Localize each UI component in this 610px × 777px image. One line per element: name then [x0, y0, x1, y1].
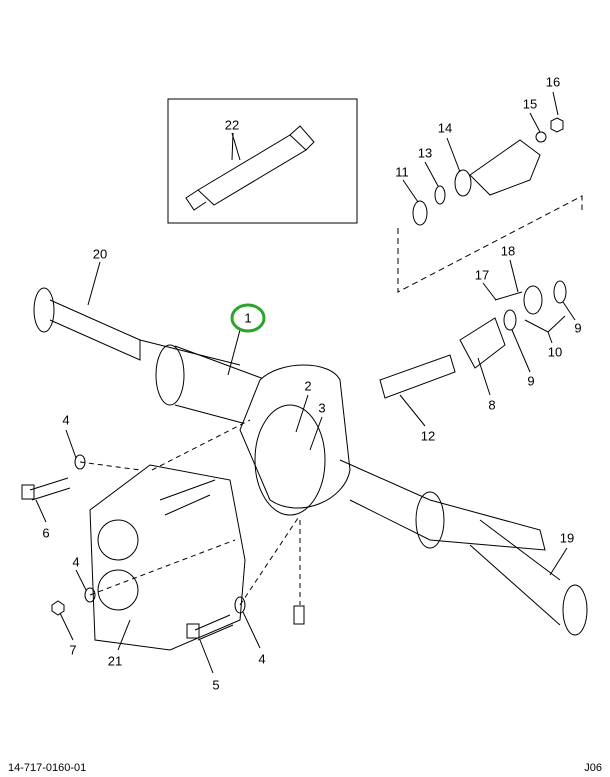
callout-4[interactable]: 4 — [258, 651, 266, 667]
differential-carrier — [89, 464, 246, 651]
callout-9[interactable]: 9 — [574, 320, 582, 336]
axle-shaft-left — [33, 287, 241, 366]
callout-17[interactable]: 17 — [474, 267, 490, 283]
callout-16[interactable]: 16 — [545, 74, 561, 90]
yoke-assembly — [412, 117, 564, 226]
callout-4[interactable]: 4 — [72, 554, 80, 570]
assembly-leaders — [79, 419, 301, 606]
flange-group-outline — [397, 195, 583, 293]
callout-leaders — [35, 91, 576, 674]
callout-13[interactable]: 13 — [417, 145, 433, 161]
callout-22[interactable]: 22 — [224, 117, 240, 133]
callout-4[interactable]: 4 — [62, 412, 70, 428]
callout-20[interactable]: 20 — [92, 246, 108, 262]
callout-2[interactable]: 2 — [304, 378, 312, 394]
axle-housing — [155, 344, 588, 636]
callout-1[interactable]: 1 — [244, 310, 252, 326]
callout-19[interactable]: 19 — [559, 530, 575, 546]
callout-5[interactable]: 5 — [212, 677, 220, 693]
callout-12[interactable]: 12 — [420, 428, 436, 444]
drawing-number: 14-717-0160-01 — [8, 762, 87, 774]
callout-7[interactable]: 7 — [69, 642, 77, 658]
callout-3[interactable]: 3 — [318, 400, 326, 416]
callout-10[interactable]: 10 — [547, 344, 563, 360]
fasteners — [21, 454, 305, 641]
page-code: J06 — [584, 762, 602, 774]
pinion-parts — [379, 280, 567, 399]
callout-8[interactable]: 8 — [488, 397, 496, 413]
callout-21[interactable]: 21 — [107, 653, 123, 669]
callout-11[interactable]: 11 — [395, 164, 409, 180]
callout-9[interactable]: 9 — [527, 373, 535, 389]
sealant-tube-inset — [167, 98, 358, 224]
callout-14[interactable]: 14 — [437, 120, 453, 136]
callout-6[interactable]: 6 — [42, 525, 50, 541]
callout-18[interactable]: 18 — [500, 243, 516, 259]
highlight-circle — [230, 303, 266, 333]
callout-15[interactable]: 15 — [522, 96, 538, 112]
